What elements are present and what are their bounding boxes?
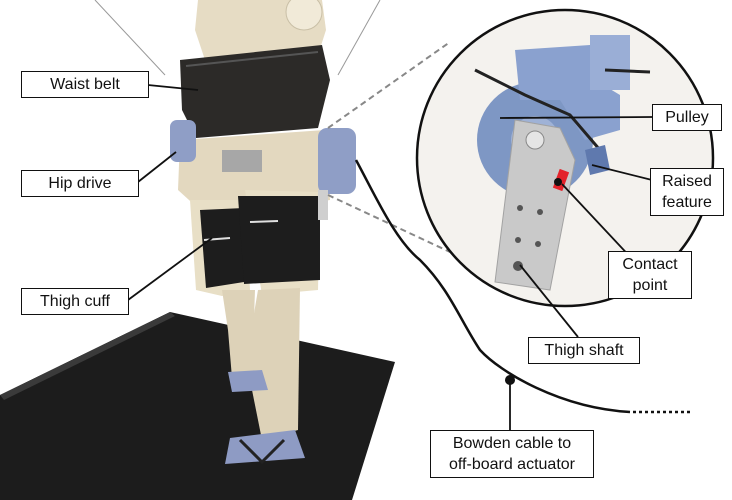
support-wire bbox=[337, 0, 381, 76]
leader-pulley bbox=[499, 116, 653, 119]
treadmill-belt bbox=[0, 312, 395, 500]
waist-belt-shape bbox=[180, 45, 330, 138]
label-raised-feature-line1: Raised bbox=[662, 173, 712, 190]
thigh-cuff-right bbox=[238, 196, 320, 284]
zoom-line-bottom bbox=[327, 194, 451, 253]
hip-frame bbox=[222, 150, 262, 172]
hip-drive-right bbox=[318, 128, 356, 194]
leader-thigh-shaft bbox=[519, 264, 579, 338]
label-raised-feature: Raised feature bbox=[650, 168, 724, 216]
thigh-shaft-plate bbox=[494, 119, 576, 291]
leader-waist-belt bbox=[147, 84, 199, 91]
foot-left bbox=[228, 370, 268, 392]
shaft-bolt bbox=[525, 130, 545, 150]
label-bowden-cable: Bowden cable to off-board actuator bbox=[430, 430, 594, 478]
shaft-hole bbox=[513, 261, 523, 271]
hip-thigh-shaft bbox=[318, 190, 328, 220]
thigh-cuff-left bbox=[200, 208, 244, 288]
cable-dot bbox=[505, 375, 515, 385]
pulley-cable bbox=[474, 68, 602, 151]
shaft-hole bbox=[535, 241, 541, 247]
zoom-line-top bbox=[327, 41, 451, 129]
mannequin-dial bbox=[285, 0, 323, 31]
leader-hip-drive bbox=[137, 151, 177, 183]
motor-block bbox=[590, 35, 630, 90]
label-contact-point-line2: point bbox=[632, 277, 668, 294]
leader-thigh-cuff bbox=[127, 237, 213, 301]
label-thigh-shaft: Thigh shaft bbox=[528, 337, 640, 364]
label-contact-point-line1: Contact bbox=[622, 256, 678, 273]
label-bowden-cable-line1: Bowden cable to bbox=[452, 435, 572, 452]
belt-stitching bbox=[185, 51, 319, 67]
shaft-hole bbox=[515, 237, 521, 243]
pulley-cable-upper bbox=[604, 68, 651, 74]
bowden-cable bbox=[354, 159, 631, 414]
treadmill-edge bbox=[0, 312, 175, 400]
label-pulley: Pulley bbox=[652, 104, 722, 131]
label-contact-point: Contact point bbox=[608, 251, 692, 299]
contact-dot bbox=[554, 178, 562, 186]
shaft-hole bbox=[517, 205, 523, 211]
leader-raised-feature bbox=[591, 164, 653, 181]
shaft-hole bbox=[537, 209, 543, 215]
label-hip-drive: Hip drive bbox=[21, 170, 139, 197]
foot-right bbox=[225, 430, 305, 464]
label-raised-feature-line2: feature bbox=[662, 194, 712, 211]
label-thigh-cuff: Thigh cuff bbox=[21, 288, 129, 315]
label-waist-belt: Waist belt bbox=[21, 71, 149, 98]
sandal-strap bbox=[238, 438, 286, 465]
pulley-bracket bbox=[515, 45, 620, 140]
cuff-strap bbox=[249, 220, 279, 223]
label-bowden-cable-line2: off-board actuator bbox=[448, 456, 575, 473]
support-wire bbox=[94, 0, 166, 76]
leader-contact-point bbox=[561, 183, 636, 263]
mannequin-shank-right bbox=[246, 288, 300, 440]
hip-drive-left bbox=[170, 120, 196, 162]
